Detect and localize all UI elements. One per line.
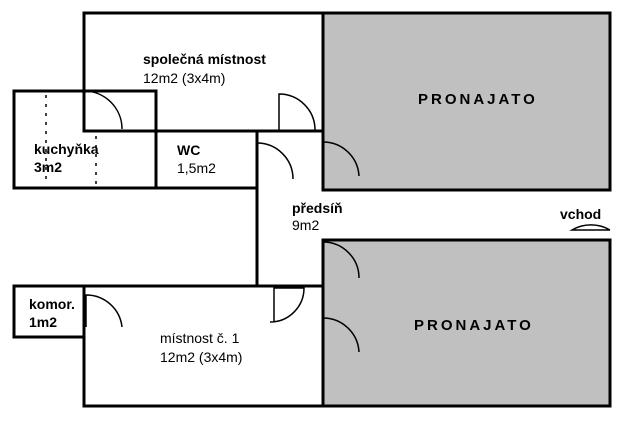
door-swing (569, 224, 611, 231)
common-room-area: 12m2 (3x4m) (143, 70, 225, 86)
wc-name: WC (177, 142, 200, 158)
wc-area: 1,5m2 (177, 160, 216, 176)
room1-area: 12m2 (3x4m) (160, 349, 242, 365)
door-swing (322, 241, 360, 279)
door-swing (83, 90, 123, 130)
rented-bottom-label: PRONAJATO (414, 317, 534, 334)
door-swing (322, 317, 360, 353)
storage-name: komor. (29, 296, 75, 312)
hall-name: předsíň (292, 200, 343, 216)
door-swing (269, 287, 305, 323)
walls (12, 11, 612, 408)
door-swing (85, 294, 123, 328)
doors (83, 90, 611, 353)
door-swing (256, 142, 294, 180)
kitchen-area: 3m2 (34, 159, 62, 175)
entrance-label: vchod (560, 206, 601, 222)
common-room-name: společná místnost (143, 51, 266, 67)
storage-walls (12, 284, 86, 339)
room1-walls (82, 284, 325, 408)
door-swing (278, 93, 316, 131)
rented-top-label: PRONAJATO (418, 91, 538, 108)
rented-area-bottom (323, 240, 610, 406)
door-swing (322, 141, 360, 177)
rented-area-top (323, 13, 610, 190)
room1-name: místnost č. 1 (160, 330, 240, 346)
kitchen-name: kuchyňka (34, 141, 99, 157)
storage-area: 1m2 (29, 314, 57, 330)
hall-area: 9m2 (292, 217, 319, 233)
